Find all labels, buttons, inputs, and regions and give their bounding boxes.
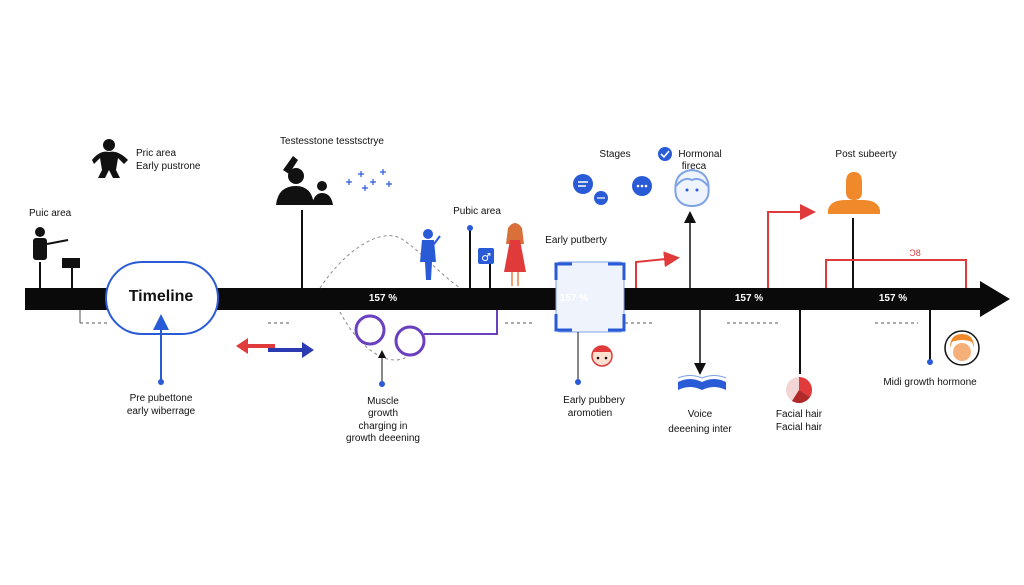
red-step-arrow-2 <box>767 204 816 288</box>
pre-puberty-dot <box>158 379 164 385</box>
pie-chart-icon <box>786 376 813 404</box>
aromotien-label: aromotien <box>567 408 613 419</box>
check-icon <box>658 147 672 161</box>
bidirectional-arrow <box>236 338 314 358</box>
early-pustrone-label: Early pustrone <box>136 161 201 172</box>
svg-text:♂: ♂ <box>481 251 491 264</box>
pre-pubettone-label: Pre pubettone <box>129 393 193 404</box>
facial-hair-label: Facial hair <box>775 422 823 433</box>
percent-label-3: 157 % <box>734 293 764 304</box>
presenter-figure-icon <box>33 227 80 268</box>
muscle-figure-icon <box>92 139 128 178</box>
early-pubbery-label: Early pubbery <box>563 395 625 406</box>
post-puberty-figure-icon <box>828 172 880 214</box>
muscle-connector <box>424 310 498 335</box>
chat-bubbles-icon <box>573 174 652 205</box>
muscle-ring-2 <box>394 325 426 357</box>
orange-hair-face-icon <box>944 330 980 366</box>
timeline-axis <box>25 281 1010 317</box>
muscle-ring-1 <box>354 314 386 346</box>
fireca-label: fireca <box>681 161 707 172</box>
early-putberty-label: Early putberty <box>545 235 607 246</box>
deeening-inter-label: deeening inter <box>668 424 732 435</box>
early-puberty-bracket <box>554 261 626 333</box>
post-subeerty-label: Post subeerty <box>835 149 897 160</box>
percent-label-2: 157 % <box>559 293 589 304</box>
growth-label: growth <box>367 408 399 419</box>
dashed-curve <box>319 235 461 289</box>
voice-label: Voice <box>687 409 713 420</box>
percent-label-4: 157 % <box>878 293 908 304</box>
dashed-curve-lower <box>339 311 411 361</box>
growth-hormone-dot <box>927 359 933 365</box>
early-puberty-dot <box>575 379 581 385</box>
face-outline-icon <box>674 168 710 208</box>
puic-area-label: Puic area <box>29 208 72 219</box>
red-face-icon <box>591 345 613 367</box>
gender-icon <box>478 248 494 264</box>
testosterone-label: Testesstone tesstsctrye <box>280 136 384 147</box>
timeline-title: Timeline <box>128 288 194 305</box>
upper-connectors <box>301 210 854 288</box>
muscle-label: Muscle <box>367 396 399 407</box>
red-step-arrow-1 <box>635 251 680 288</box>
sparkle-icons <box>346 169 392 191</box>
post-puberty-bracket <box>825 259 967 288</box>
percent-label-1: 157 % <box>368 293 398 304</box>
muscle-dot <box>379 381 385 387</box>
mustache-icon <box>677 375 727 390</box>
stages-label: Stages <box>599 149 631 160</box>
growth-deeening-label: growth deeening <box>346 433 420 444</box>
pric-area-label: Pric area <box>136 148 177 159</box>
girl-figure-icon <box>504 223 526 286</box>
boy-figure-icon <box>420 229 441 280</box>
charging-in-label: charging in <box>358 421 408 432</box>
post-marker-label: Ͻ8 <box>909 248 921 258</box>
pubic-area-dot <box>467 225 473 231</box>
facial-hair-title-label: Facial hair <box>775 409 823 420</box>
hormonal-label: Hormonal <box>678 149 722 160</box>
early-wiberrage-label: early wiberrage <box>126 406 196 417</box>
midi-growth-hormone-label: Midi growth hormone <box>883 377 977 388</box>
testosterone-figures-icon <box>276 156 333 205</box>
pubic-area-label: Pubic area <box>453 206 501 217</box>
